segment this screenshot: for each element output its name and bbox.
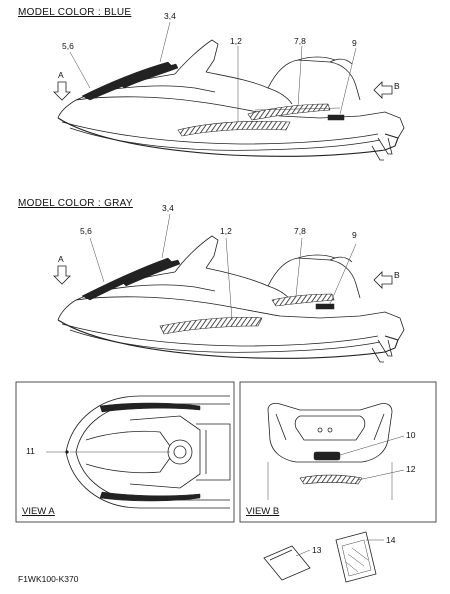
model-color-gray-title: MODEL COLOR : GRAY xyxy=(18,198,133,209)
watercraft-side-view-gray xyxy=(53,213,405,363)
callout-14: 14 xyxy=(386,535,396,545)
callout-mid-7-8: 7,8 xyxy=(294,226,306,236)
model-color-blue-title: MODEL COLOR : BLUE xyxy=(18,7,132,18)
watercraft-side-view-blue xyxy=(53,21,405,161)
callout-top-7-8: 7,8 xyxy=(294,36,306,46)
view-a-frame xyxy=(15,381,235,523)
callout-mid-a: A xyxy=(58,254,64,264)
figure-code: F1WK100-K370 xyxy=(18,574,79,584)
callout-11: 11 xyxy=(26,446,35,456)
callout-13: 13 xyxy=(312,545,322,555)
view-a-title: VIEW A xyxy=(22,506,55,517)
watercraft-top-view xyxy=(46,395,231,509)
callout-top-5-6: 5,6 xyxy=(62,41,74,51)
callout-top-b: B xyxy=(394,81,400,91)
part-14-card xyxy=(335,531,384,583)
watercraft-rear-view xyxy=(267,402,405,500)
part-13-pouch xyxy=(263,545,311,581)
view-b-title: VIEW B xyxy=(246,506,280,517)
callout-mid-5-6: 5,6 xyxy=(80,226,92,236)
callout-mid-b: B xyxy=(394,270,400,280)
callout-10: 10 xyxy=(406,430,416,440)
callout-mid-1-2: 1,2 xyxy=(220,226,232,236)
callout-top-9: 9 xyxy=(352,38,357,48)
callout-mid-9: 9 xyxy=(352,230,357,240)
callout-top-3-4: 3,4 xyxy=(164,11,176,21)
callout-mid-3-4: 3,4 xyxy=(162,203,174,213)
view-b-frame xyxy=(239,381,437,523)
callout-12: 12 xyxy=(406,464,416,474)
callout-top-a: A xyxy=(58,70,64,80)
callout-top-1-2: 1,2 xyxy=(230,36,242,46)
